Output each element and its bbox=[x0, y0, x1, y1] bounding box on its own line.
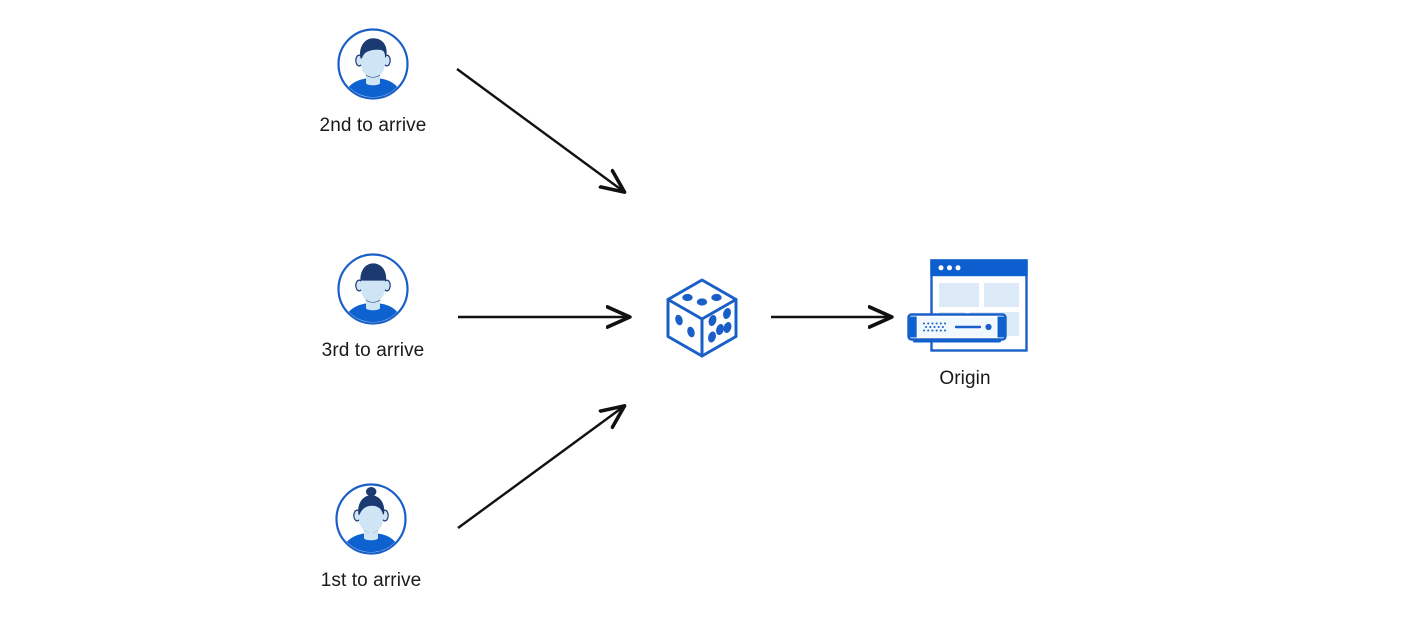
arrow-2nd-to-dice bbox=[456, 68, 623, 191]
user-avatar-icon bbox=[334, 482, 408, 556]
node-visitor-1st[interactable]: 1st to arrive bbox=[316, 482, 426, 593]
user-avatar-icon bbox=[336, 252, 410, 326]
node-label-origin: Origin bbox=[939, 368, 991, 389]
server-device-icon bbox=[907, 313, 1007, 343]
node-visitor-2nd[interactable]: 2nd to arrive bbox=[318, 27, 428, 138]
node-label-visitor-2nd: 2nd to arrive bbox=[319, 115, 427, 136]
node-origin[interactable]: Origin bbox=[902, 258, 1028, 391]
node-label-visitor-1st: 1st to arrive bbox=[320, 570, 422, 591]
browser-window-icon bbox=[930, 259, 1028, 352]
node-load-balancer[interactable] bbox=[657, 272, 747, 362]
origin-server-icon bbox=[902, 258, 1028, 354]
node-visitor-3rd[interactable]: 3rd to arrive bbox=[318, 252, 428, 363]
user-avatar-icon bbox=[336, 27, 410, 101]
node-label-visitor-3rd: 3rd to arrive bbox=[321, 340, 425, 361]
dice-icon bbox=[657, 272, 747, 362]
arrow-1st-to-dice bbox=[457, 407, 623, 529]
